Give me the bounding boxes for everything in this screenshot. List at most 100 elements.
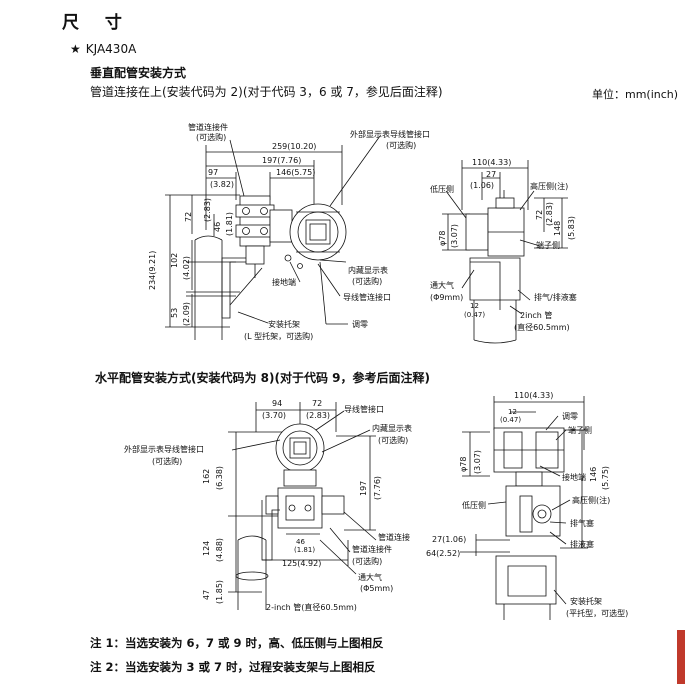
fig3-d197b: (7.76) [373, 476, 382, 500]
fig1-d102: 102 [170, 253, 179, 268]
fig3-d162b: (6.38) [215, 466, 224, 490]
fig3-pipe-conn-port: 管道连接 [378, 532, 410, 542]
fig4-d12: 12 [508, 408, 517, 416]
fig4-d12b: (0.47) [500, 416, 521, 424]
fig2-d12b: (0.47) [464, 311, 485, 319]
model-label: KJA430A [85, 42, 137, 56]
fig4-side-view [460, 396, 588, 620]
fig4-vent-plug: 排气塞 [570, 518, 594, 528]
fig1-d234: 234(9.21) [148, 251, 157, 290]
fig3-d124b: (4.88) [215, 538, 224, 562]
fig2-d78b: (3.07) [450, 224, 459, 248]
fig1-optional-b: (可选购) [386, 140, 416, 150]
fig1-d72b: (2.83) [203, 198, 212, 222]
vertical-heading: 垂直配管安装方式 [90, 66, 187, 80]
fig4-terminal: 端子侧 [568, 425, 592, 435]
fig4-low: 低压侧 [462, 500, 486, 510]
fig4-d64: 64(2.52) [426, 549, 460, 558]
fig3-d46b: (1.81) [294, 546, 315, 554]
fig2-d110: 110(4.33) [472, 158, 511, 167]
fig1-int-display: 内藏显示表 [348, 265, 388, 275]
fig1-bracket-type: (L 型托架，可选购) [244, 331, 313, 341]
fig4-drain-plug: 排液塞 [570, 539, 594, 549]
fig4-labels: 110(4.33) 12 (0.47) 调零 端子侧 φ78 (3.07) 14… [426, 391, 628, 618]
page-edge-mark [677, 630, 685, 684]
page-title: 尺 寸 [62, 13, 132, 33]
fig4-d110: 110(4.33) [514, 391, 553, 400]
fig3-ext-display-port: 外部显示表导线管接口 [124, 444, 204, 454]
fig1-d259: 259(10.20) [272, 142, 316, 151]
fig4-bracket: 安装托架 [570, 596, 602, 606]
fig3-d47: 47 [202, 590, 211, 600]
fig3-pipe: 2-inch 管(直径60.5mm) [266, 602, 357, 612]
note-1: 注 1：当选安装为 6，7 或 9 时，高、低压侧与上图相反 [90, 636, 384, 650]
fig2-side-view [442, 160, 568, 344]
fig2-d27b: (1.06) [470, 181, 494, 190]
fig2-d72: 72 [535, 210, 544, 220]
fig3-optional-b: (可选购) [152, 456, 182, 466]
fig2-high: 高压侧(注) [530, 181, 568, 191]
fig4-d146: 146 [589, 467, 598, 482]
fig3-optional-a: (可选购) [378, 435, 408, 445]
fig1-bracket: 安装托架 [268, 319, 300, 329]
fig2-d27: 27 [486, 170, 496, 179]
fig2-drain: 排气/排液塞 [534, 292, 577, 302]
fig3-d125: 125(4.92) [282, 559, 321, 568]
fig2-vent: 通大气 [430, 280, 454, 290]
fig4-zero: 调零 [562, 412, 578, 421]
fig4-high: 高压侧(注) [572, 495, 610, 505]
fig3-d46: 46 [296, 538, 305, 546]
fig4-d27: 27(1.06) [432, 535, 466, 544]
note-2: 注 2：当选安装为 3 或 7 时，过程安装支架与上图相反 [90, 660, 376, 674]
fig2-pipe-d: (直径60.5mm) [514, 322, 570, 332]
fig3-int-display: 内藏显示表 [372, 423, 412, 433]
fig3-conduit: 导线管接口 [344, 404, 384, 414]
fig3-d94b: (3.70) [262, 411, 286, 420]
fig1-d53b: (2.09) [182, 302, 191, 326]
unit-label: 单位：mm(inch) [592, 88, 679, 101]
fig2-d78: φ78 [438, 231, 447, 246]
fig3-front-view [228, 402, 377, 610]
star-icon: ★ [70, 42, 81, 56]
fig4-d146b: (5.75) [601, 466, 610, 490]
fig2-d148: 148 [553, 221, 562, 236]
fig2-d148b: (5.83) [567, 216, 576, 240]
fig4-ground: 接地端 [562, 472, 586, 482]
fig1-d97b: (3.82) [210, 180, 234, 189]
fig3-optional-c: (可选购) [352, 556, 382, 566]
model-line: ★ KJA430A [70, 42, 136, 56]
fig1-optional-c: (可选购) [352, 276, 382, 286]
fig1-d146: 146(5.75) [276, 168, 315, 177]
fig1-d46: 46 [213, 222, 222, 232]
fig1-pipe-conn: 管道连接件 [188, 122, 228, 132]
fig2-vent-d: (Φ9mm) [430, 293, 463, 302]
fig3-d162: 162 [202, 469, 211, 484]
fig3-d47b: (1.85) [215, 580, 224, 604]
fig3-pipe-conn: 管道连接件 [352, 544, 392, 554]
fig3-d94: 94 [272, 399, 282, 408]
fig1-labels: 管道连接件 (可选购) 外部显示表导线管接口 (可选购) 259(10.20) … [148, 122, 430, 341]
fig3-d72b: (2.83) [306, 411, 330, 420]
fig4-d78b: (3.07) [473, 450, 482, 474]
fig1-conduit: 导线管连接口 [343, 292, 391, 302]
fig1-ground: 接地端 [272, 277, 296, 287]
fig1-optional-a: (可选购) [196, 132, 226, 142]
vertical-subheading: 管道连接在上(安装代码为 2)(对于代码 3，6 或 7，参见后面注释) [90, 85, 443, 99]
fig3-vent-d: (Φ5mm) [360, 584, 393, 593]
horizontal-heading: 水平配管安装方式(安装代码为 8)(对于代码 9，参考后面注释) [95, 371, 430, 385]
fig3-vent: 通大气 [358, 572, 382, 582]
fig1-d72: 72 [184, 212, 193, 222]
fig3-d197: 197 [359, 481, 368, 496]
fig1-d97: 97 [208, 168, 218, 177]
fig1-ext-display-port: 外部显示表导线管接口 [350, 129, 430, 139]
fig4-bracket-type: (平托型，可选型) [566, 608, 628, 618]
fig1-d102b: (4.02) [182, 256, 191, 280]
fig1-d46b: (1.81) [225, 212, 234, 236]
fig2-d12: 12 [470, 302, 479, 310]
fig1-d197: 197(7.76) [262, 156, 301, 165]
fig1-d53: 53 [170, 308, 179, 318]
fig3-labels: 94 (3.70) 72 (2.83) 导线管接口 内藏显示表 (可选购) 外部… [124, 399, 412, 612]
fig3-d124: 124 [202, 541, 211, 556]
fig2-labels: 110(4.33) 27 (1.06) 低压侧 高压侧(注) φ78 (3.07… [430, 158, 577, 332]
